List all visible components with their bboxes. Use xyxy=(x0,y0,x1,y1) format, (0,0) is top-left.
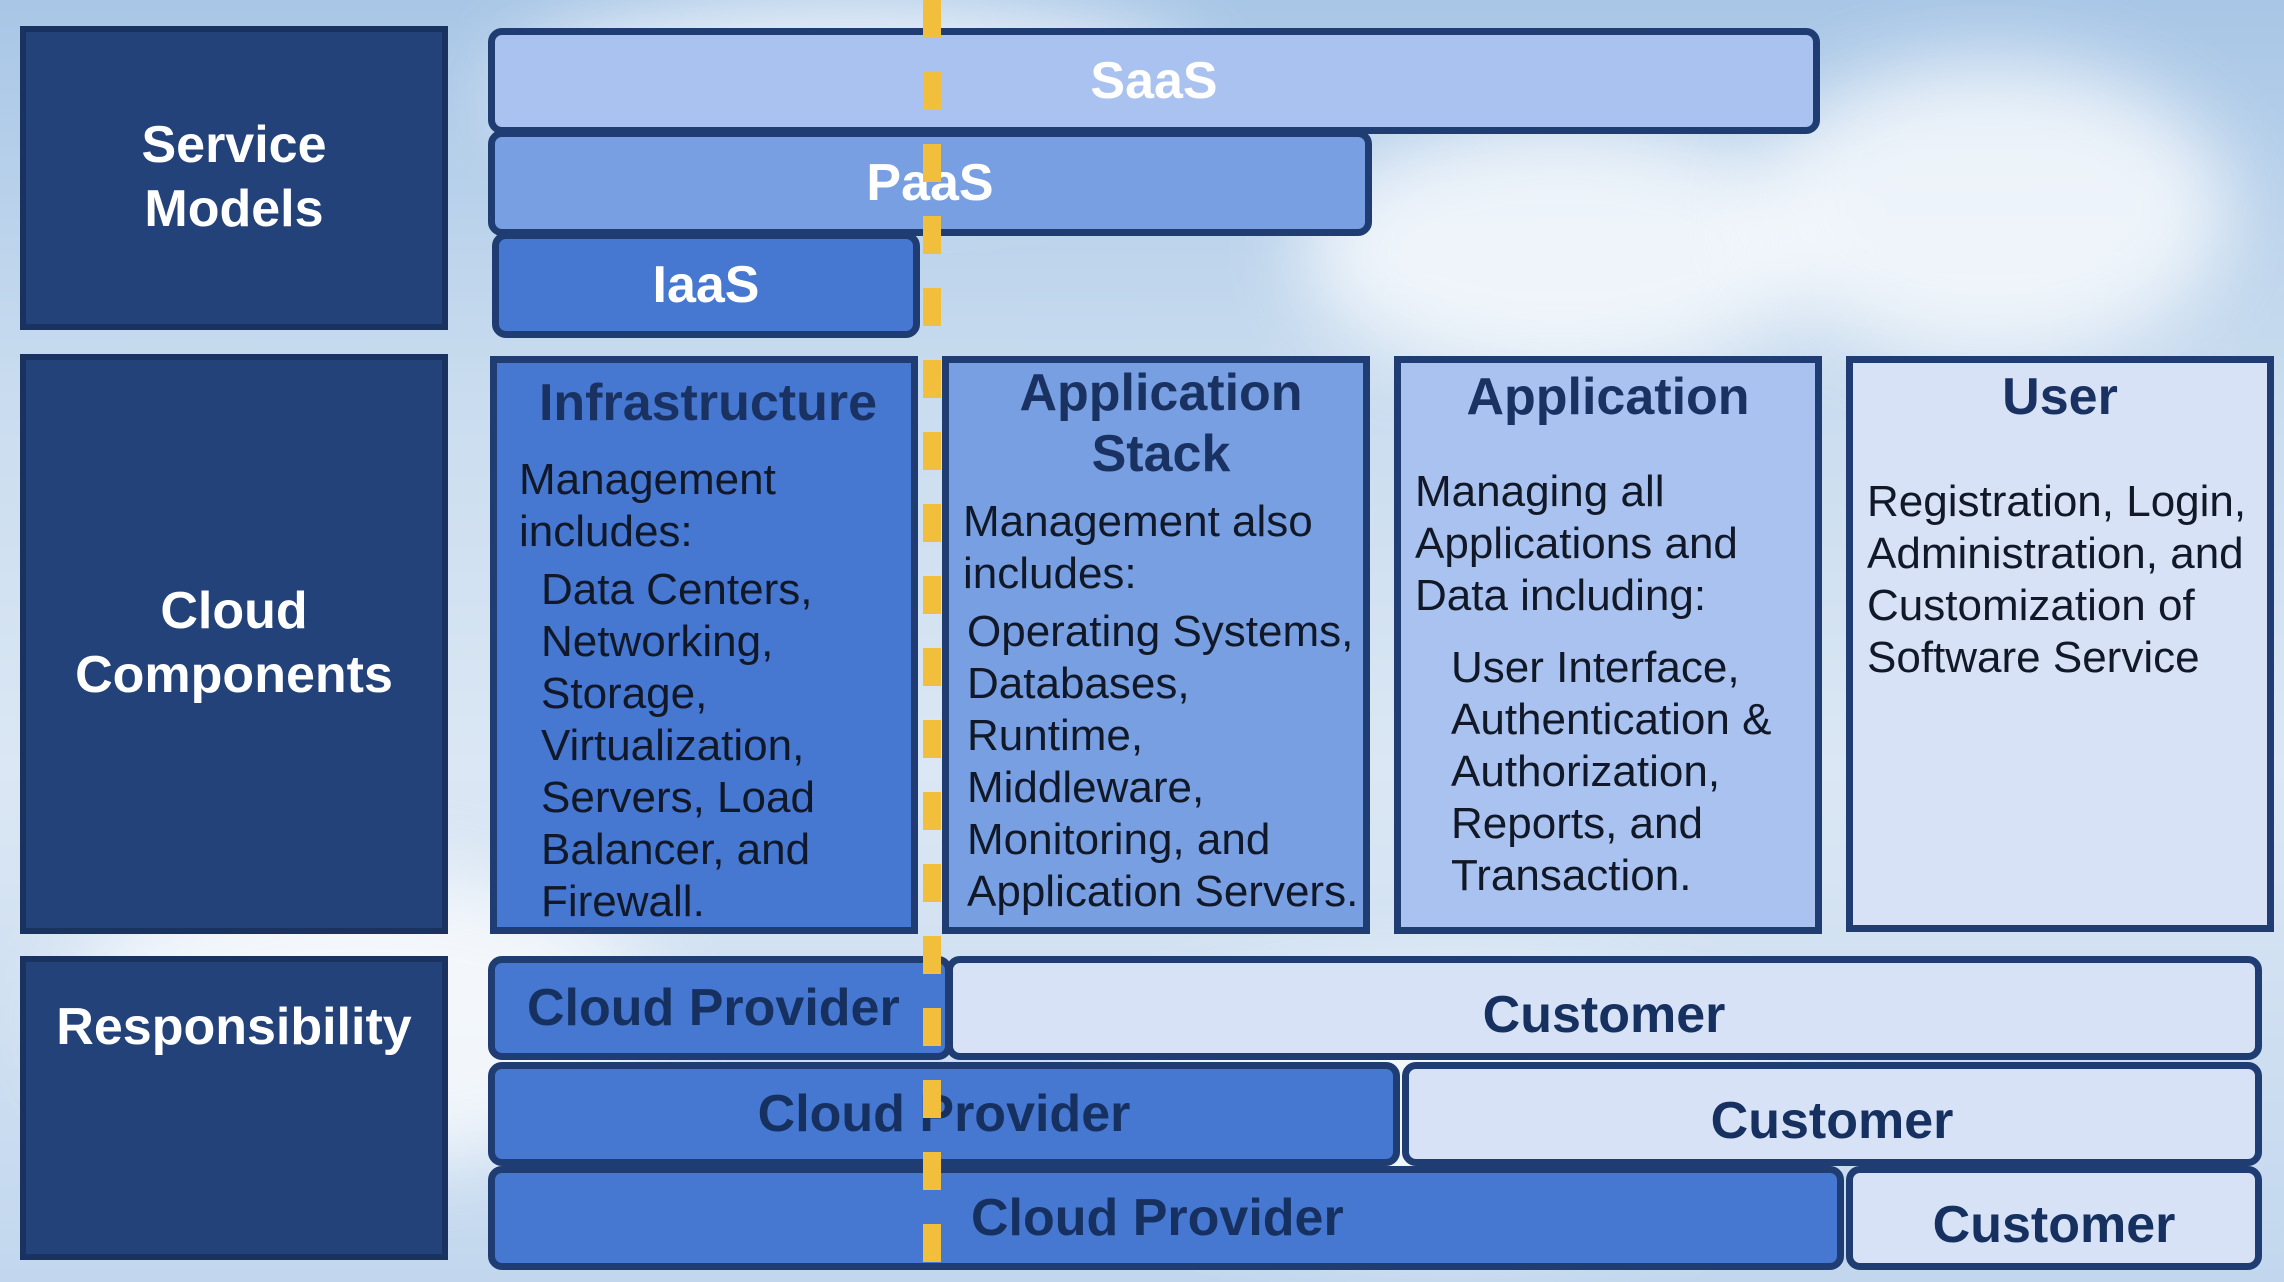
component-infrastructure: Infrastructure Management includes: Data… xyxy=(490,356,918,934)
component-title: Application xyxy=(1466,368,1750,426)
saas-customer-bar: Customer xyxy=(946,956,2262,1060)
iaas-provider-bar: Cloud Provider xyxy=(488,1166,1844,1270)
component-application: Application Managing all Applications an… xyxy=(1394,356,1822,934)
iaas-bar: IaaS xyxy=(492,232,920,338)
paas-provider-bar: Cloud Provider xyxy=(488,1062,1400,1166)
provider-customer-divider xyxy=(923,0,941,1282)
saas-bar: SaaS xyxy=(488,28,1820,134)
iaas-customer-bar: Customer xyxy=(1846,1166,2262,1270)
component-user: User Registration, Login, Administration… xyxy=(1846,356,2274,932)
row-label-responsibility: Responsibility xyxy=(20,956,448,1260)
saas-provider-bar: Cloud Provider xyxy=(488,956,952,1060)
component-title: Infrastructure xyxy=(538,374,878,432)
component-title: User xyxy=(2002,368,2118,426)
paas-customer-bar: Customer xyxy=(1402,1062,2262,1166)
